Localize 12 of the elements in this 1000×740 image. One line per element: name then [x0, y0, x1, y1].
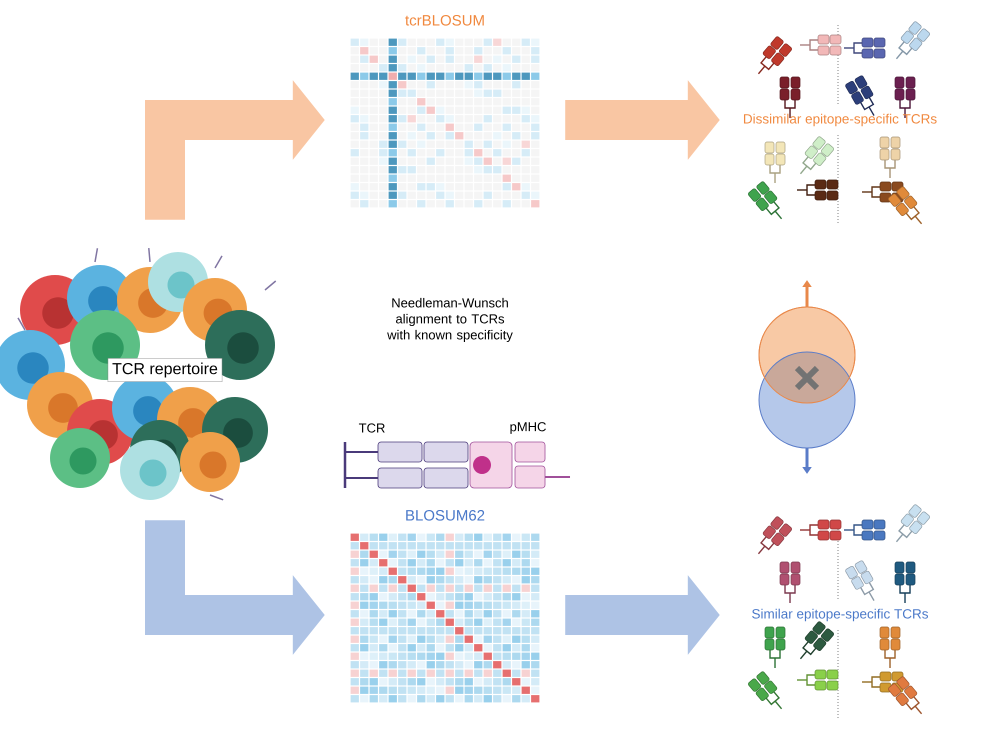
- node-label: tcrBLOSUM: [405, 14, 484, 26]
- tcr-group: Dissimilar epitope-specific TCRs: [744, 21, 937, 226]
- heatmap: BLOSUM62: [350, 510, 540, 702]
- drawing-label: pMHC: [510, 422, 546, 434]
- tcr-group: Similar epitope-specific TCRs: [748, 504, 930, 720]
- node-label: Similar epitope-specific TCRs: [752, 608, 928, 622]
- description-text: Needleman-Wunsch alignment to TCRs with known specificity: [387, 298, 513, 342]
- node-label: BLOSUM62: [406, 510, 484, 521]
- heatmap: tcrBLOSUM: [350, 15, 540, 208]
- node-label: Dissimilar epitope-specific TCRs: [744, 114, 937, 126]
- drawing-label: TCR: [358, 423, 385, 433]
- cell-cluster-drawing: TCR repertoire: [0, 248, 276, 500]
